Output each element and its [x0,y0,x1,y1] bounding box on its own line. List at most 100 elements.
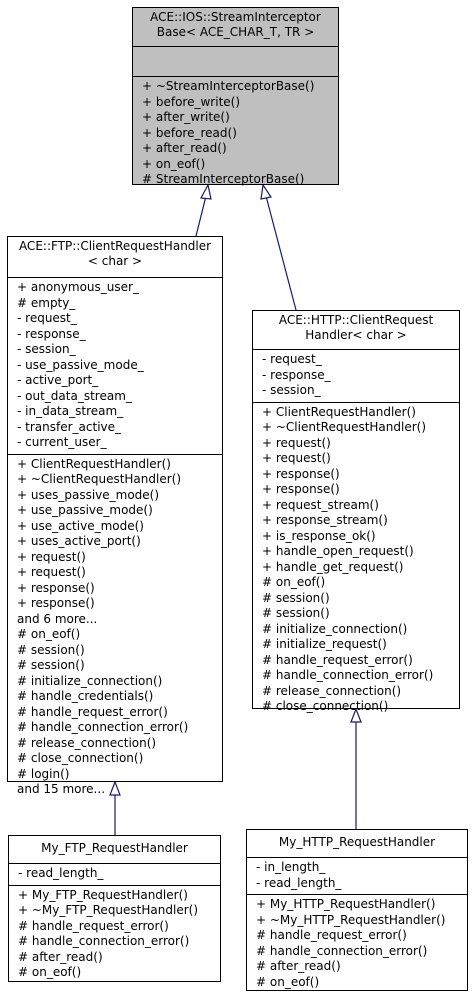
method-item: + use_passive_mode() [17,503,153,517]
attribute-item: - request_ [17,311,77,325]
attribute-item: - session_ [17,342,76,356]
method-item: + ~ClientRequestHandler() [17,472,182,486]
edge-ftp-arrowhead [200,183,212,200]
method-item: # initialize_connection() [17,673,163,688]
attribute-item: - request_ [262,352,322,366]
method-item: + request_stream() [262,497,379,512]
method-item: # handle_connection_error() [256,943,428,958]
method-item: + use_active_mode() [17,518,144,533]
method-section: + ClientRequestHandler() + ~ClientReques… [253,401,459,718]
method-section: + My_HTTP_RequestHandler() + ~My_HTTP_Re… [247,894,467,993]
edge-http-to-base [265,195,297,311]
class-title-line: < char > [87,254,143,268]
attribute-item: - active_port_ [17,373,99,387]
method-item: + before_read() [142,125,237,140]
class-box-my-http-request-handler[interactable]: My_HTTP_RequestHandler - in_length_ - re… [246,829,468,991]
class-title-line: My_FTP_RequestHandler [41,841,188,855]
attribute-section: + anonymous_user_ # empty_ - request_ - … [8,277,222,454]
method-item: + ~My_FTP_RequestHandler() [18,903,198,917]
method-item: + response() [262,466,340,481]
method-item: # on_eof() [17,627,81,641]
method-item: + response() [17,596,95,610]
class-title: My_FTP_RequestHandler [9,836,220,863]
method-item: + uses_active_port() [17,534,141,548]
class-title-line: Base< ACE_CHAR_T, TR > [156,25,315,39]
method-item: # after_read() [256,959,341,973]
method-item: + after_write() [142,110,230,124]
method-item: + after_read() [142,141,227,155]
method-item: # handle_connection_error() [262,668,434,682]
attribute-item: - response_ [17,326,86,341]
method-item: + response() [262,482,340,496]
method-item: # on_eof() [18,965,82,979]
method-item: + is_response_ok() [262,528,376,543]
method-section: + ~StreamInterceptorBase() + before_writ… [133,76,338,191]
method-section: + ClientRequestHandler() + ~ClientReques… [8,453,222,801]
method-item: + response() [17,580,95,595]
method-item: # initialize_connection() [262,621,408,636]
attribute-item: - in_length_ [256,860,326,874]
method-item: # StreamInterceptorBase() [142,172,305,186]
class-box-my-ftp-request-handler[interactable]: My_FTP_RequestHandler - read_length_ + M… [8,835,221,982]
method-item: # session() [17,658,85,672]
class-title: My_HTTP_RequestHandler [247,830,467,857]
method-item: + response_stream() [262,513,388,527]
attribute-item: - read_length_ [18,866,104,880]
edge-myftp-arrowhead [109,780,121,796]
attribute-item: - read_length_ [256,875,342,890]
method-item: # handle_connection_error() [17,720,189,734]
method-item: # release_connection() [17,735,157,750]
class-box-http-client-request-handler[interactable]: ACE::HTTP::ClientRequest Handler< char >… [252,310,460,713]
attribute-item: - in_data_stream_ [17,404,124,418]
method-item: + before_write() [142,94,241,109]
more-methods-link[interactable]: and 15 more... [17,782,106,796]
attribute-section: - request_ - response_ - session_ [253,349,459,402]
method-item: # handle_request_error() [256,928,407,942]
method-item: + request() [17,565,86,579]
method-item: # release_connection() [262,683,402,698]
attribute-section: - in_length_ - read_length_ [247,857,467,894]
method-item: + request() [262,435,331,450]
attribute-item: - current_user_ [17,435,107,449]
method-item: # handle_connection_error() [18,934,190,948]
attribute-item: - use_passive_mode_ [17,357,144,372]
class-title-line: Handler< char > [305,328,407,342]
method-item: + request() [17,549,86,564]
attribute-item: - response_ [262,367,331,382]
method-item: + My_HTTP_RequestHandler() [256,897,436,911]
method-item: + uses_passive_mode() [17,487,160,502]
more-methods-link[interactable]: and 6 more... [17,611,98,626]
class-title: ACE::FTP::ClientRequestHandler < char > [8,237,222,277]
method-item: # initialize_request() [262,637,387,651]
class-box-ftp-client-request-handler[interactable]: ACE::FTP::ClientRequestHandler < char > … [7,236,223,796]
class-title-line: My_HTTP_RequestHandler [278,835,436,849]
edge-http-arrowhead [260,183,272,200]
method-item: # session() [17,642,85,657]
method-section: + My_FTP_RequestHandler() + ~My_FTP_Requ… [9,884,220,984]
method-item: + handle_get_request() [262,559,404,574]
class-title: ACE::IOS::StreamInterceptor Base< ACE_CH… [133,8,338,46]
method-item: # handle_request_error() [18,918,169,933]
method-item: # close_connection() [17,751,144,765]
method-item: # handle_request_error() [17,704,168,719]
edge-myhttp-arrowhead [350,707,362,723]
method-item: # session() [262,606,330,620]
class-title-line: ACE::HTTP::ClientRequest [278,313,434,327]
method-item: # on_eof() [256,974,320,989]
method-item: # session() [262,590,330,605]
method-item: # handle_request_error() [262,652,413,667]
attribute-section: - read_length_ [9,863,220,885]
method-item: + ~My_HTTP_RequestHandler() [256,912,446,927]
attribute-item: + anonymous_user_ [17,280,139,294]
class-box-stream-interceptor-base[interactable]: ACE::IOS::StreamInterceptor Base< ACE_CH… [132,7,339,186]
attribute-item: - transfer_active_ [17,419,122,434]
method-item: + ~StreamInterceptorBase() [142,79,315,93]
method-item: + ClientRequestHandler() [17,456,171,471]
method-item: # close_connection() [262,699,389,713]
attribute-item: - out_data_stream_ [17,388,132,403]
method-item: + handle_open_request() [262,544,414,558]
method-item: # login() [17,766,70,781]
class-title-line: ACE::FTP::ClientRequestHandler [18,239,212,253]
method-item: # handle_credentials() [17,689,154,703]
